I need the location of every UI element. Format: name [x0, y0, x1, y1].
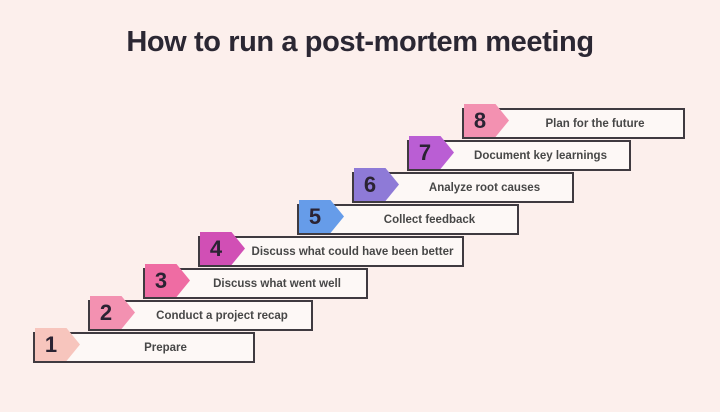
step-bar-5: 5 Collect feedback — [297, 200, 519, 235]
step-5-chevron-icon: 5 — [299, 200, 344, 233]
step-label: Document key learnings — [474, 149, 607, 162]
step-bar-4: 4 Discuss what could have been better — [198, 232, 464, 267]
step-bar-1: 1 Prepare — [33, 328, 255, 363]
step-bar-2: 2 Conduct a project recap — [88, 296, 313, 331]
step-bar-8: 8 Plan for the future — [462, 104, 685, 139]
step-label: Plan for the future — [545, 117, 645, 130]
page-title: How to run a post-mortem meeting — [126, 26, 594, 58]
step-8-chevron-icon: 8 — [464, 104, 509, 137]
step-7-chevron-icon: 7 — [409, 136, 454, 169]
step-2-chevron-icon: 2 — [90, 296, 135, 329]
step-number: 3 — [154, 268, 168, 293]
step-label: Discuss what went well — [213, 277, 341, 290]
step-number: 4 — [209, 236, 223, 261]
step-3-chevron-icon: 3 — [145, 264, 190, 297]
step-bar-7: 7 Document key learnings — [407, 136, 631, 171]
step-label: Prepare — [144, 341, 187, 354]
step-label: Collect feedback — [383, 213, 476, 226]
step-label: Discuss what could have been better — [251, 245, 454, 258]
step-bar-3: 3 Discuss what went well — [143, 264, 368, 299]
step-number: 5 — [308, 204, 322, 229]
step-label: Conduct a project recap — [156, 309, 288, 322]
step-4-chevron-icon: 4 — [200, 232, 245, 265]
step-bar-6: 6 Analyze root causes — [352, 168, 574, 203]
step-number: 6 — [363, 172, 377, 197]
step-6-chevron-icon: 6 — [354, 168, 399, 201]
step-label: Analyze root causes — [428, 181, 541, 194]
step-number: 2 — [99, 300, 113, 325]
step-number: 7 — [418, 140, 432, 165]
step-1-chevron-icon: 1 — [35, 328, 80, 361]
step-number: 1 — [44, 332, 58, 357]
step-number: 8 — [473, 108, 487, 133]
